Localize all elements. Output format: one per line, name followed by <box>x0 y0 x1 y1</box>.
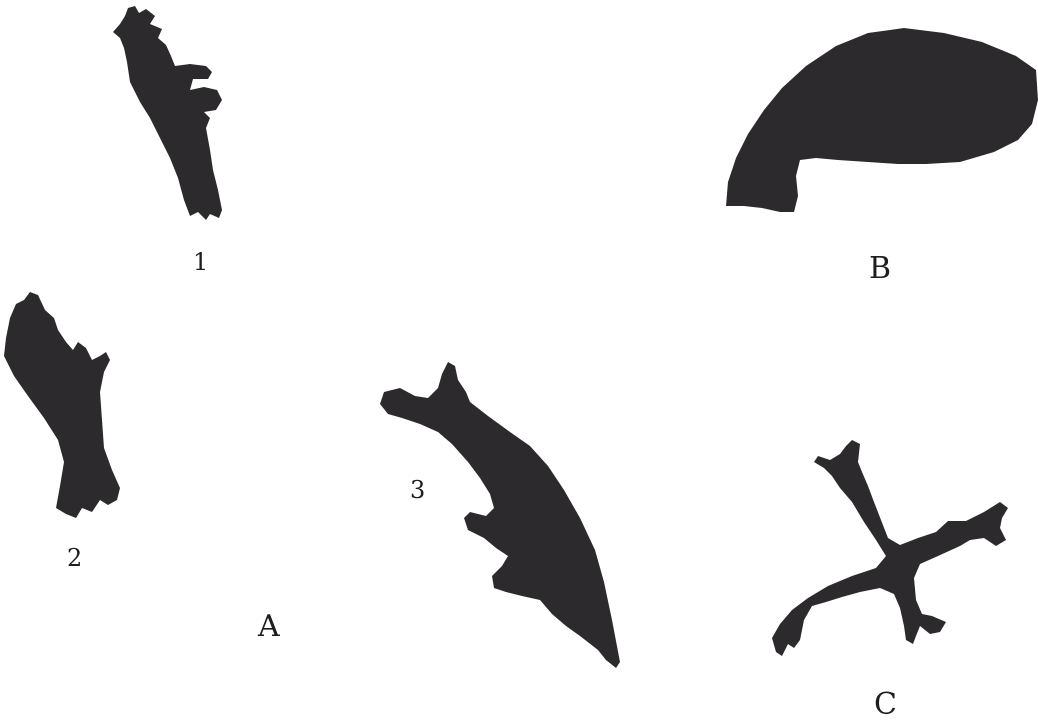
label-group-b: B <box>869 254 891 284</box>
silhouette-3 <box>380 362 620 668</box>
silhouette-b <box>726 28 1038 212</box>
label-figure-1: 1 <box>193 250 208 274</box>
label-group-c: C <box>874 690 897 720</box>
label-group-a: A <box>258 612 280 642</box>
label-figure-2: 2 <box>67 546 82 570</box>
silhouette-c <box>772 440 1008 656</box>
silhouette-2 <box>4 292 120 518</box>
label-figure-3: 3 <box>410 478 425 502</box>
silhouette-1 <box>113 6 222 220</box>
